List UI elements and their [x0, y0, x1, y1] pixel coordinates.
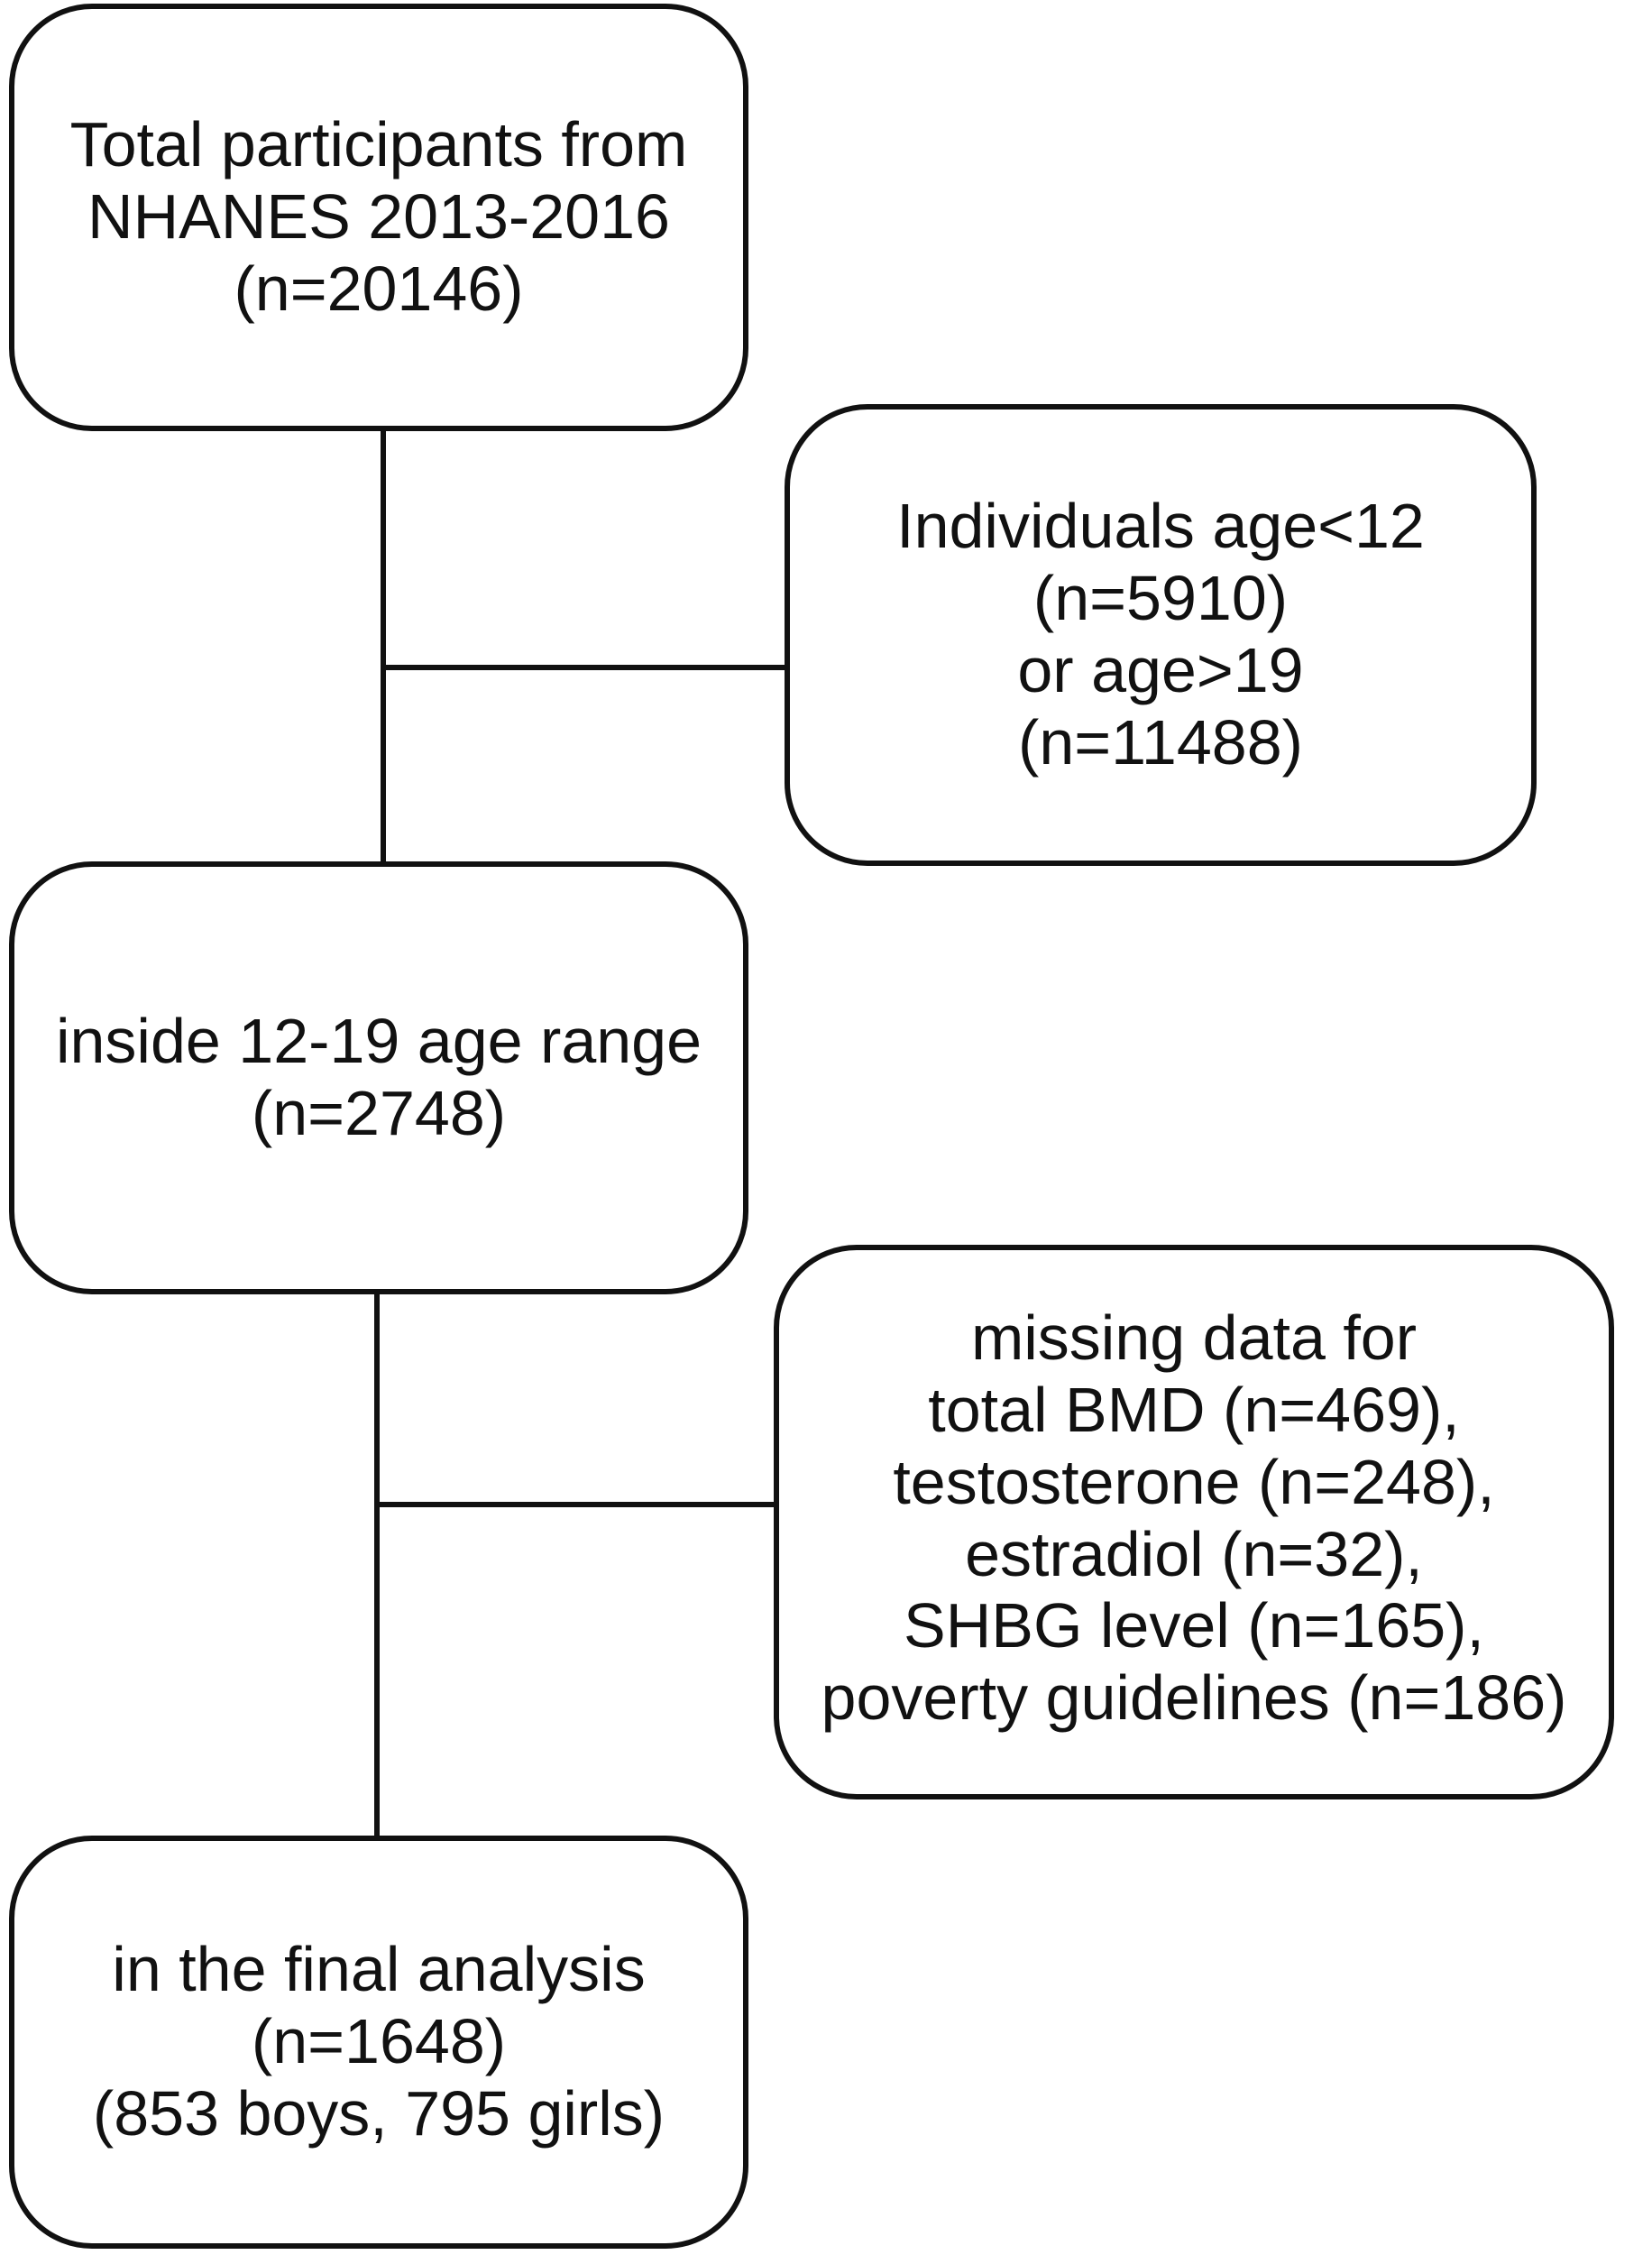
box-excluded-age-line-1: Individuals age<12: [896, 491, 1425, 562]
box-final-analysis: in the final analysis (n=1648) (853 boys…: [9, 1836, 748, 2249]
box-final-line-3: (853 boys, 795 girls): [92, 2077, 665, 2149]
box-final-line-1: in the final analysis: [112, 1934, 646, 2005]
box-excluded-age-line-3: or age>19: [1017, 635, 1304, 705]
box-excluded-age: Individuals age<12 (n=5910) or age>19 (n…: [785, 404, 1537, 866]
box-total-line-3: (n=20146): [234, 253, 524, 324]
box-missing-line-6: poverty guidelines (n=186): [821, 1662, 1567, 1734]
box-missing-line-5: SHBG level (n=165),: [904, 1590, 1484, 1661]
box-excluded-age-line-4: (n=11488): [1018, 706, 1303, 778]
box-inside-line-2: (n=2748): [251, 1078, 507, 1148]
box-missing-data: missing data for total BMD (n=469), test…: [774, 1245, 1614, 1799]
box-inside-age-range: inside 12-19 age range (n=2748): [9, 861, 748, 1294]
box-total-participants: Total participants from NHANES 2013-2016…: [9, 4, 748, 431]
box-missing-line-4: estradiol (n=32),: [965, 1518, 1423, 1589]
box-inside-line-1: inside 12-19 age range: [55, 1006, 702, 1077]
box-total-line-1: Total participants from: [69, 109, 688, 180]
box-final-line-2: (n=1648): [251, 2006, 507, 2077]
box-missing-line-1: missing data for: [970, 1302, 1418, 1374]
box-missing-line-2: total BMD (n=469),: [928, 1374, 1460, 1445]
box-excluded-age-line-2: (n=5910): [1032, 563, 1289, 634]
box-missing-line-3: testosterone (n=248),: [893, 1446, 1495, 1517]
box-total-line-2: NHANES 2013-2016: [87, 181, 670, 253]
